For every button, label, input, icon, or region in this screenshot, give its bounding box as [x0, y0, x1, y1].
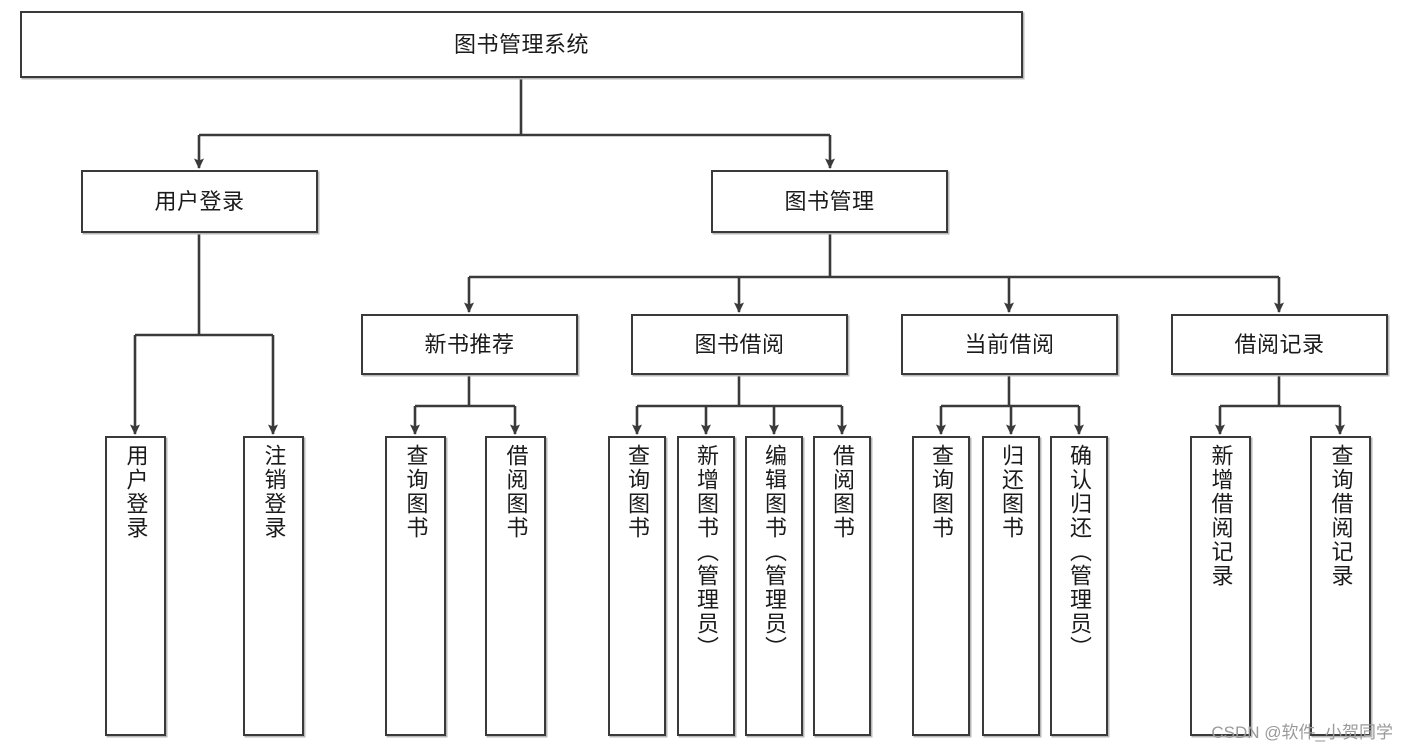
node-leaf-logout[interactable]: 注销登录 [243, 436, 304, 736]
node-book-borrow[interactable]: 图书借阅 [631, 314, 848, 375]
node-leaf-query-book-2-label: 查询图书 [625, 444, 650, 540]
node-leaf-query-book-1-label: 查询图书 [403, 444, 429, 540]
node-leaf-add-record[interactable]: 新增借阅记录 [1190, 436, 1251, 736]
node-leaf-confirm-return[interactable]: 确认归还（管理员） [1050, 436, 1108, 736]
node-leaf-add-book[interactable]: 新增图书（管理员） [677, 436, 735, 736]
node-current-borrow-label: 当前借阅 [964, 331, 1055, 357]
node-root-label: 图书管理系统 [453, 31, 589, 57]
node-leaf-edit-book[interactable]: 编辑图书（管理员） [745, 436, 803, 736]
node-leaf-borrow-book-1-label: 借阅图书 [503, 444, 529, 540]
node-leaf-query-book-1[interactable]: 查询图书 [385, 436, 446, 736]
node-leaf-add-record-label: 新增借阅记录 [1208, 444, 1234, 588]
node-user-login-label: 用户登录 [154, 188, 245, 214]
node-leaf-query-book-3-label: 查询图书 [929, 444, 954, 540]
node-new-book-rec[interactable]: 新书推荐 [361, 314, 578, 375]
node-leaf-query-record[interactable]: 查询借阅记录 [1310, 436, 1371, 736]
node-leaf-return-book[interactable]: 归还图书 [982, 436, 1040, 736]
node-book-manage-label: 图书管理 [784, 188, 875, 214]
node-book-manage[interactable]: 图书管理 [711, 170, 948, 233]
node-new-book-rec-label: 新书推荐 [424, 331, 515, 357]
node-borrow-record-label: 借阅记录 [1234, 331, 1325, 357]
node-leaf-query-book-3[interactable]: 查询图书 [912, 436, 970, 736]
node-leaf-user-login[interactable]: 用户登录 [105, 436, 166, 736]
node-borrow-record[interactable]: 借阅记录 [1171, 314, 1388, 375]
node-leaf-borrow-book-2[interactable]: 借阅图书 [813, 436, 871, 736]
node-book-borrow-label: 图书借阅 [694, 331, 785, 357]
node-user-login[interactable]: 用户登录 [81, 170, 318, 233]
node-root[interactable]: 图书管理系统 [20, 11, 1023, 78]
node-leaf-edit-book-label: 编辑图书（管理员） [762, 444, 787, 660]
node-current-borrow[interactable]: 当前借阅 [901, 314, 1118, 375]
node-leaf-confirm-return-label: 确认归还（管理员） [1067, 444, 1092, 660]
node-leaf-borrow-book-1[interactable]: 借阅图书 [485, 436, 546, 736]
node-leaf-logout-label: 注销登录 [261, 444, 287, 540]
node-leaf-borrow-book-2-label: 借阅图书 [830, 444, 855, 540]
node-leaf-query-record-label: 查询借阅记录 [1328, 444, 1354, 588]
csdn-watermark: CSDN @软件_小贺同学 [1211, 723, 1393, 742]
node-leaf-add-book-label: 新增图书（管理员） [694, 444, 719, 660]
node-leaf-query-book-2[interactable]: 查询图书 [608, 436, 666, 736]
node-leaf-user-login-label: 用户登录 [123, 444, 149, 540]
node-leaf-return-book-label: 归还图书 [999, 444, 1024, 540]
